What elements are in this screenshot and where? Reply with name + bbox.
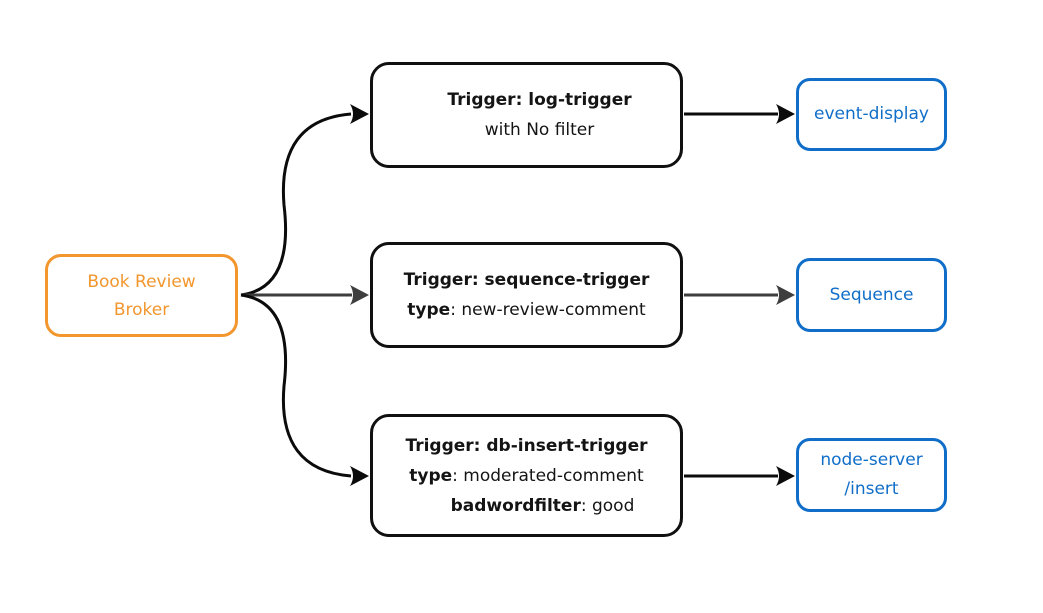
attribute-value: : new-review-comment <box>450 300 646 320</box>
trigger-attribute: type: new-review-comment <box>404 295 650 325</box>
trigger-attribute: type: moderated-comment <box>405 461 647 491</box>
sink-node-event-display: event-display <box>796 78 947 151</box>
attribute-value: : moderated-comment <box>452 465 644 486</box>
trigger-text-block: Trigger: db-insert-trigger type: moderat… <box>405 431 647 521</box>
attribute-value: with No filter <box>484 120 595 140</box>
arrowhead-node-server-icon <box>776 466 795 486</box>
trigger-attribute: with No filter <box>447 115 631 145</box>
sink-label-line: /insert <box>844 479 899 499</box>
arrowhead-event-display-icon <box>776 104 795 124</box>
trigger-node-log-trigger: Trigger: log-trigger with No filter <box>370 62 683 168</box>
arrowhead-sequence-icon <box>776 285 795 305</box>
edge-broker-to-db-insert-trigger <box>240 293 352 478</box>
attribute-value: : good <box>580 495 635 516</box>
trigger-node-db-insert-trigger: Trigger: db-insert-trigger type: moderat… <box>370 414 683 537</box>
arrowhead-db-insert-trigger-icon <box>350 466 369 486</box>
sink-label-line: event-display <box>814 104 929 124</box>
sink-node-node-server-insert: node-server /insert <box>796 438 947 512</box>
edge-broker-to-log-trigger <box>240 112 352 297</box>
trigger-attribute: badwordfilter: good <box>421 491 663 521</box>
attribute-name: type <box>407 300 451 320</box>
sink-label-line: node-server <box>820 450 923 470</box>
arrowhead-sequence-trigger-icon <box>350 285 369 305</box>
sink-label-line: Sequence <box>829 284 914 305</box>
broker-label-line: Book Review <box>87 271 196 292</box>
trigger-text-block: Trigger: log-trigger with No filter <box>447 85 631 145</box>
trigger-title: Trigger: log-trigger <box>447 90 632 110</box>
broker-label-line: Broker <box>113 299 170 320</box>
trigger-title: Trigger: db-insert-trigger <box>405 435 648 456</box>
attribute-name: type <box>409 465 453 486</box>
sink-node-sequence: Sequence <box>796 258 947 332</box>
broker-node: Book Review Broker <box>45 254 238 337</box>
trigger-node-sequence-trigger: Trigger: sequence-trigger type: new-revi… <box>370 242 683 348</box>
attribute-name: badwordfilter <box>450 495 581 516</box>
arrowhead-log-trigger-icon <box>350 104 369 124</box>
trigger-text-block: Trigger: sequence-trigger type: new-revi… <box>404 265 650 325</box>
trigger-title: Trigger: sequence-trigger <box>403 270 650 290</box>
